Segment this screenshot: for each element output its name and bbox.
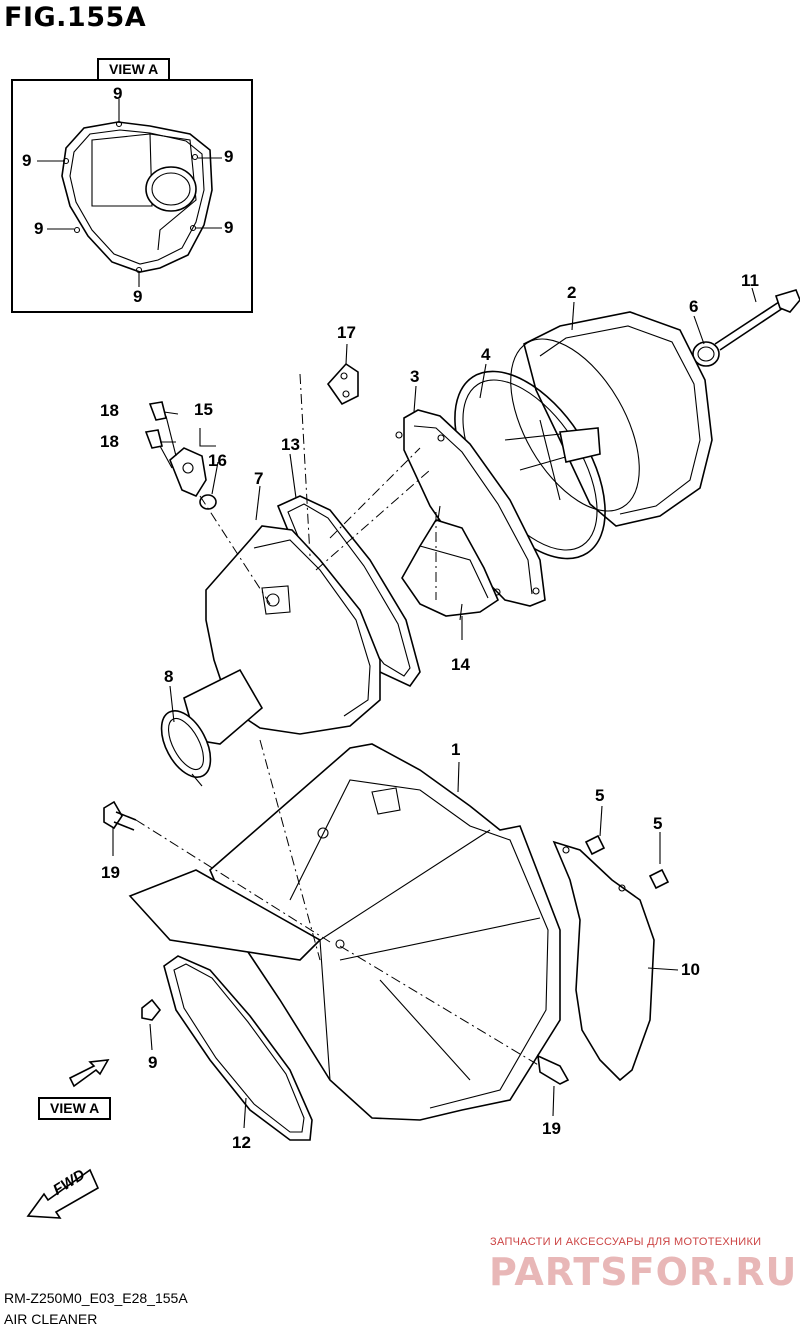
part-7-cover: [205, 525, 381, 735]
view-a-marker-label: VIEW A: [38, 1097, 112, 1120]
callout-18-lower: 18: [100, 432, 119, 451]
callout-19-left: 19: [101, 863, 120, 882]
part-15-sensor: [144, 401, 217, 510]
callout-1: 1: [451, 740, 461, 759]
callout-3: 3: [410, 367, 420, 386]
part-14-funnel: [401, 505, 500, 621]
part-17-plate: [326, 362, 359, 406]
callout-4: 4: [481, 345, 491, 364]
part-8-boot: [160, 668, 264, 787]
callout-7: 7: [254, 469, 264, 488]
callout-15: 15: [194, 400, 213, 419]
callout-11: 11: [741, 271, 759, 290]
view-a-callout-9-left-lower: 9: [34, 219, 44, 238]
callout-14: 14: [451, 655, 470, 674]
view-a-callout-9-top: 9: [113, 84, 123, 103]
callout-9: 9: [148, 1053, 158, 1072]
callout-18-upper: 18: [100, 401, 119, 420]
callout-5-right: 5: [653, 814, 663, 833]
view-a-callout-9-bottom: 9: [133, 287, 143, 306]
callout-12: 12: [232, 1133, 251, 1152]
part-6-clamp: [692, 341, 720, 367]
callout-16: 16: [208, 451, 227, 470]
assembly-lines: [135, 373, 541, 1067]
view-a-callout-9-right-lower: 9: [224, 218, 234, 237]
part-19-bolts: [103, 800, 570, 1085]
part-3-holder: [395, 409, 546, 607]
part-2-filter-element: [510, 311, 713, 527]
callout-19-right: 19: [542, 1119, 561, 1138]
part-5-screws: [584, 834, 670, 890]
leader-lines: [37, 99, 757, 1129]
diagram-code: RM-Z250M0_E03_E28_155A: [4, 1290, 188, 1306]
diagram-caption: AIR CLEANER: [4, 1311, 98, 1327]
view-a-cover-drawing: [61, 120, 213, 274]
part-10-guard: [552, 840, 655, 1082]
view-a-arrow: [68, 1059, 110, 1088]
part-9-nut: [141, 998, 162, 1021]
watermark-tagline: ЗАПЧАСТИ И АКСЕССУАРЫ ДЛЯ МОТОТЕХНИКИ: [490, 1236, 762, 1248]
view-a-callout-9-right-upper: 9: [224, 147, 234, 166]
callout-6: 6: [689, 297, 699, 316]
fwd-arrow: [26, 1168, 100, 1219]
part-12-gasket: [163, 955, 313, 1141]
callout-5-left: 5: [595, 786, 605, 805]
callout-17: 17: [337, 323, 356, 342]
watermark-logo: PARTSFOR.RU: [489, 1250, 798, 1294]
intake-sheet: [128, 869, 322, 961]
callout-8: 8: [164, 667, 174, 686]
callout-13: 13: [281, 435, 300, 454]
view-a-inset-label: VIEW A: [97, 58, 171, 81]
callout-2: 2: [567, 283, 577, 302]
callout-10: 10: [681, 960, 700, 979]
figure-title: FIG.155A: [4, 2, 147, 33]
part-11-bolt: [714, 289, 800, 351]
view-a-callout-9-left-upper: 9: [22, 151, 32, 170]
